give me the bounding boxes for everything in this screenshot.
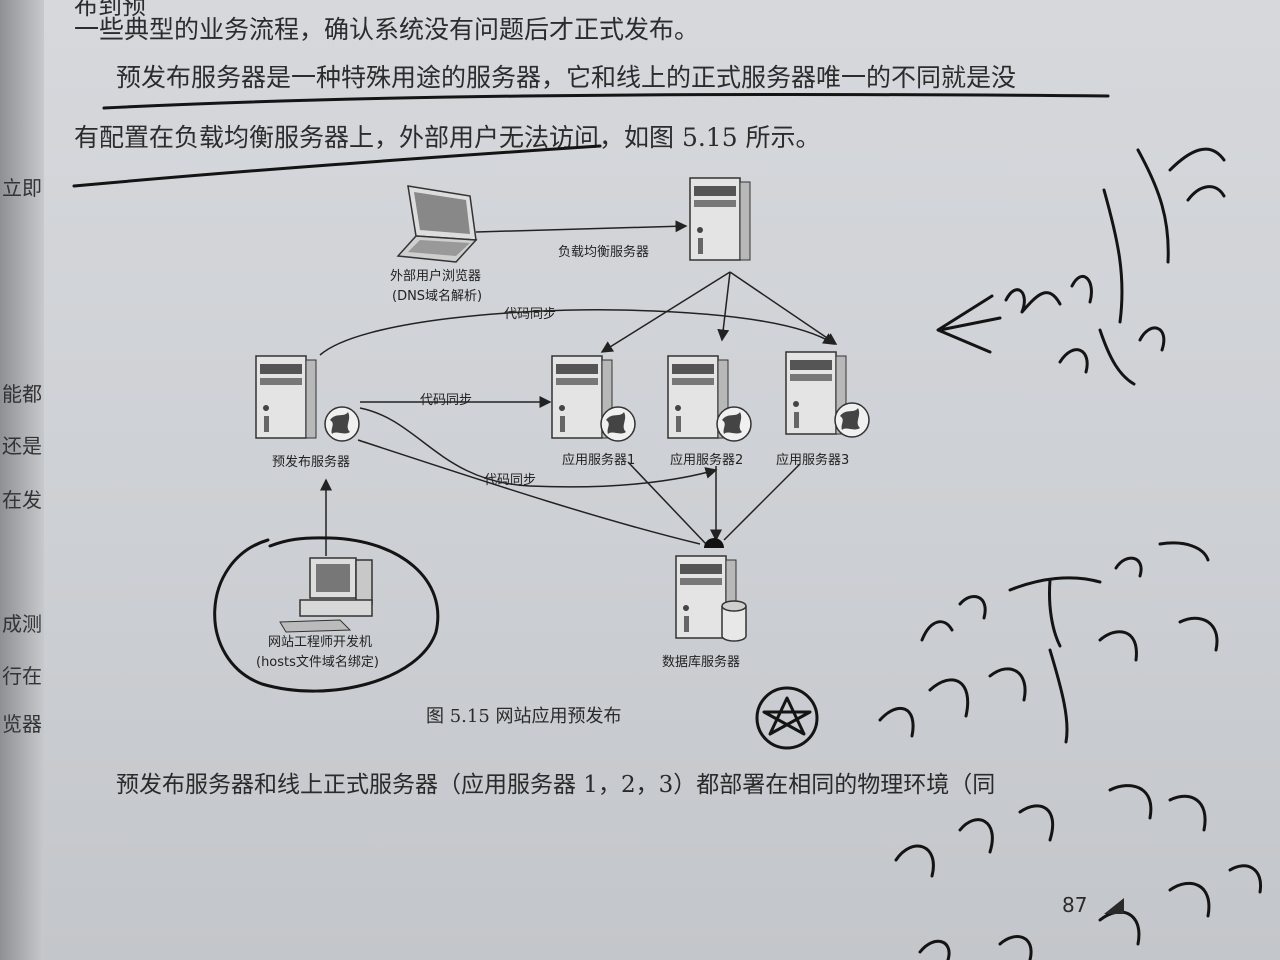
app-server-1-label: 应用服务器1	[562, 452, 635, 468]
previous-page-edge: 立即 能都 还是 在发 成测 行在 览器	[0, 0, 44, 960]
handwritten-underline	[102, 93, 1110, 110]
hosts-label: (hosts文件域名绑定)	[256, 654, 379, 670]
handwritten-scribble	[920, 541, 1210, 648]
server-icon	[255, 355, 317, 439]
server-icon	[689, 177, 751, 261]
handwritten-scribble	[894, 784, 1207, 878]
handwritten-circle	[213, 536, 440, 693]
globe-icon	[716, 406, 752, 442]
margin-fragment: 成测	[2, 612, 42, 636]
margin-fragment: 立即	[2, 176, 42, 200]
db-server-label: 数据库服务器	[662, 654, 740, 670]
sync-label: 代码同步	[420, 393, 472, 408]
margin-fragment: 行在	[2, 664, 42, 688]
handwritten-scribble	[1058, 326, 1166, 386]
margin-fragment: 能都	[2, 382, 42, 406]
handwritten-underline	[72, 144, 602, 188]
text-line-1: 一些典型的业务流程，确认系统没有问题后才正式发布。	[74, 15, 700, 44]
page-corner-triangle-icon	[1104, 898, 1124, 914]
text-line-3: 有配置在负载均衡服务器上，外部用户无法访问，如图 5.15 所示。	[74, 123, 821, 152]
app-server-2-label: 应用服务器2	[670, 452, 743, 468]
sync-label: 代码同步	[504, 307, 556, 322]
margin-fragment: 还是	[2, 434, 42, 458]
handwritten-scribble	[1004, 147, 1226, 324]
dns-label: (DNS域名解析)	[392, 288, 482, 304]
figure-caption: 图 5.15 网站应用预发布	[426, 706, 622, 727]
app-server-3-label: 应用服务器3	[776, 452, 849, 468]
dev-machine-label: 网站工程师开发机	[268, 634, 372, 650]
database-icon	[721, 600, 747, 642]
load-balancer-label: 负载均衡服务器	[558, 244, 649, 260]
globe-icon	[600, 406, 636, 442]
sync-label: 代码同步	[484, 473, 536, 488]
body-text-line: 预发布服务器和线上正式服务器（应用服务器 1，2，3）都部署在相同的物理环境（同	[116, 772, 995, 798]
prerelease-server-label: 预发布服务器	[272, 454, 350, 470]
margin-fragment: 在发	[2, 488, 42, 512]
handwritten-scribble	[918, 864, 1263, 960]
margin-fragment: 览器	[2, 712, 42, 736]
laptop-icon	[396, 185, 478, 263]
page-number: 87	[1062, 893, 1087, 917]
circled-star-mark	[755, 686, 819, 750]
text-line-2: 预发布服务器是一种特殊用途的服务器，它和线上的正式服务器唯一的不同就是没	[116, 63, 1017, 92]
text-line-top-fragment: 布到预	[74, 0, 146, 20]
desktop-computer-icon	[279, 557, 373, 633]
handwritten-arrow	[936, 294, 1002, 354]
globe-icon	[324, 406, 360, 442]
user-browser-label: 外部用户浏览器	[390, 268, 481, 284]
book-page	[40, 0, 1280, 960]
globe-icon	[834, 402, 870, 438]
handwritten-scribble	[878, 616, 1219, 744]
